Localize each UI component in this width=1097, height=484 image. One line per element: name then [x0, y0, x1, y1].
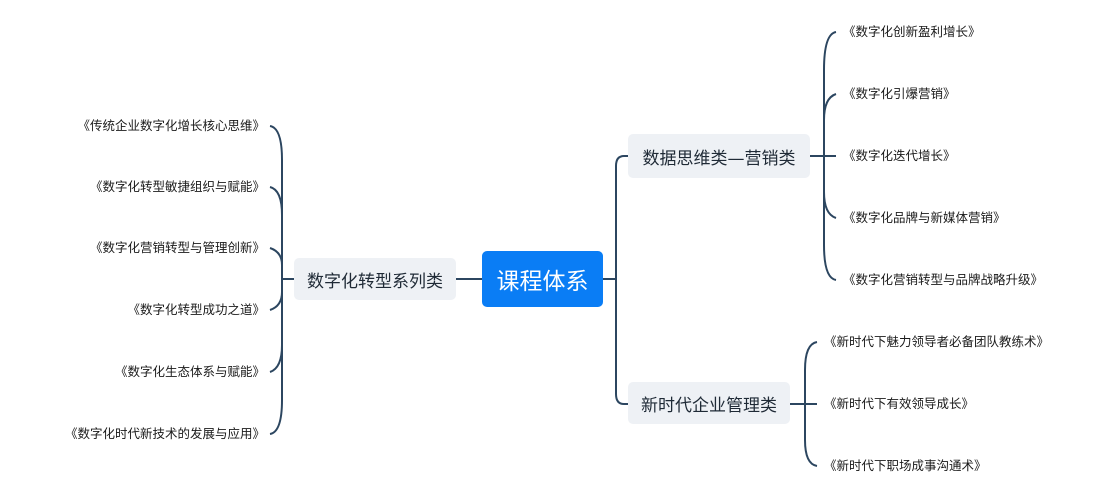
root-label: 课程体系 [496, 269, 589, 295]
leaf-node[interactable]: 《数字化引爆营销》 [843, 86, 956, 101]
branch-label: 数字化转型系列类 [307, 271, 443, 292]
branch-digital-transformation[interactable]: 数字化转型系列类 [294, 258, 456, 300]
leaf-node[interactable]: 《新时代下有效领导成长》 [824, 396, 975, 411]
leaf-node[interactable]: 《数字化品牌与新媒体营销》 [843, 210, 1006, 225]
leaf-node[interactable]: 《新时代下职场成事沟通术》 [824, 458, 987, 473]
branch-label: 数据思维类—营销类 [642, 148, 796, 169]
leaf-node[interactable]: 《新时代下魅力领导者必备团队教练术》 [824, 334, 1050, 349]
leaf-node[interactable]: 《数字化转型成功之道》 [127, 302, 265, 317]
leaf-node[interactable]: 《传统企业数字化增长核心思维》 [77, 118, 265, 133]
leaf-node[interactable]: 《数字化营销转型与管理创新》 [89, 240, 265, 255]
leaf-node[interactable]: 《数字化营销转型与品牌战略升级》 [843, 272, 1044, 287]
connector-right-top [615, 155, 628, 405]
leaf-node[interactable]: 《数字化转型敏捷组织与赋能》 [89, 179, 265, 194]
branch-label: 新时代企业管理类 [641, 395, 777, 416]
leaf-node[interactable]: 《数字化生态体系与赋能》 [114, 364, 265, 379]
branch-management[interactable]: 新时代企业管理类 [628, 382, 790, 424]
leaf-node[interactable]: 《数字化时代新技术的发展与应用》 [64, 426, 265, 441]
leaf-node[interactable]: 《数字化迭代增长》 [843, 148, 956, 163]
branch-data-marketing[interactable]: 数据思维类—营销类 [628, 134, 810, 178]
leaf-node[interactable]: 《数字化创新盈利增长》 [843, 24, 981, 39]
root-node[interactable]: 课程体系 [482, 251, 603, 307]
